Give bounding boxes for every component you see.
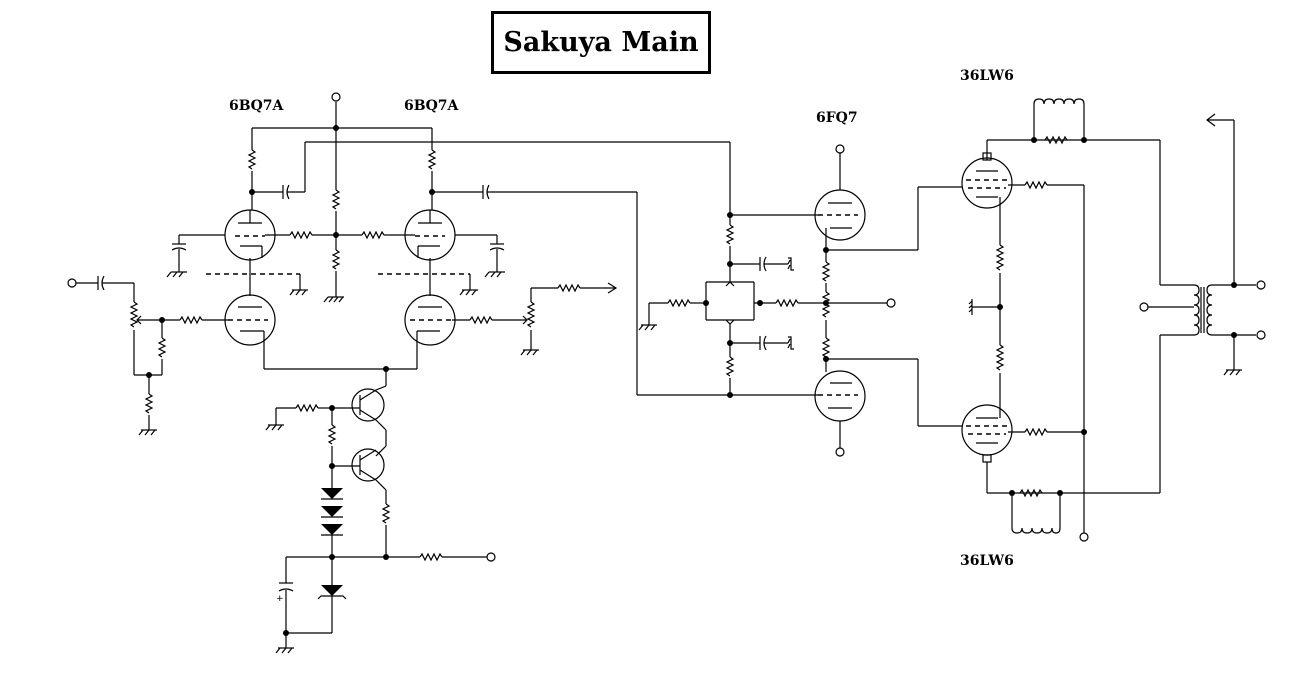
ccs-transistors [265, 369, 391, 557]
left-bypass-cap [166, 234, 225, 278]
tube-label-36lw6-top: 36LW6 [960, 68, 1014, 84]
output-bias-terminal [1079, 532, 1089, 542]
driver-cathode-network [821, 247, 918, 372]
tube-label-36lw6-bottom: 36LW6 [960, 553, 1014, 569]
heater-grounds [289, 274, 478, 296]
right-bypass-cap [455, 234, 505, 278]
svg-text:+: + [276, 594, 284, 604]
cascode-bias-divider [289, 128, 390, 303]
right-coupling-cap [432, 184, 638, 395]
ccs-output-network: + [275, 552, 496, 654]
feedback-network [452, 282, 618, 356]
tube-label-6bq7a-right: 6BQ7A [404, 98, 459, 114]
driver-grid-network [637, 142, 826, 398]
bottom-plate-choke [987, 488, 1160, 534]
input-terminal [67, 278, 77, 288]
output-transformer [1139, 113, 1266, 493]
tube-6fq7-lower [814, 370, 866, 457]
zener-diode-stack [317, 488, 347, 633]
tube-36lw6-bottom [961, 404, 1084, 493]
output-bias-rail [1079, 185, 1089, 542]
transistor-q2 [351, 448, 385, 482]
tube-label-6fq7: 6FQ7 [816, 110, 858, 126]
tube-6bq7a-right-upper [390, 209, 456, 261]
tube-6bq7a-left-lower [224, 294, 276, 369]
driver-bias-terminal [886, 298, 896, 308]
output-screen-network [968, 244, 1005, 418]
bias-terminal [486, 552, 496, 562]
right-plate-resistor [427, 128, 437, 210]
schematic-title: Sakuya Main [491, 11, 711, 74]
top-plate-choke [987, 98, 1160, 145]
b-plus-terminal [331, 92, 341, 102]
tube-36lw6-top [961, 140, 1084, 245]
tube-6fq7-upper [814, 144, 866, 250]
speaker-terminal-hot [1256, 280, 1266, 290]
output-grid-links [917, 186, 962, 427]
tube-6bq7a-left-upper [224, 209, 290, 261]
speaker-terminal-cold [1256, 330, 1266, 340]
tube-label-6bq7a-left: 6BQ7A [229, 98, 284, 114]
b-plus-ct-terminal [1139, 302, 1149, 312]
left-plate-resistor [247, 128, 257, 210]
tube-6bq7a-right-lower [404, 294, 456, 360]
input-network [67, 275, 228, 436]
transistor-q1 [351, 388, 385, 422]
b-plus-rail [252, 92, 432, 131]
left-coupling-cap [252, 141, 730, 200]
